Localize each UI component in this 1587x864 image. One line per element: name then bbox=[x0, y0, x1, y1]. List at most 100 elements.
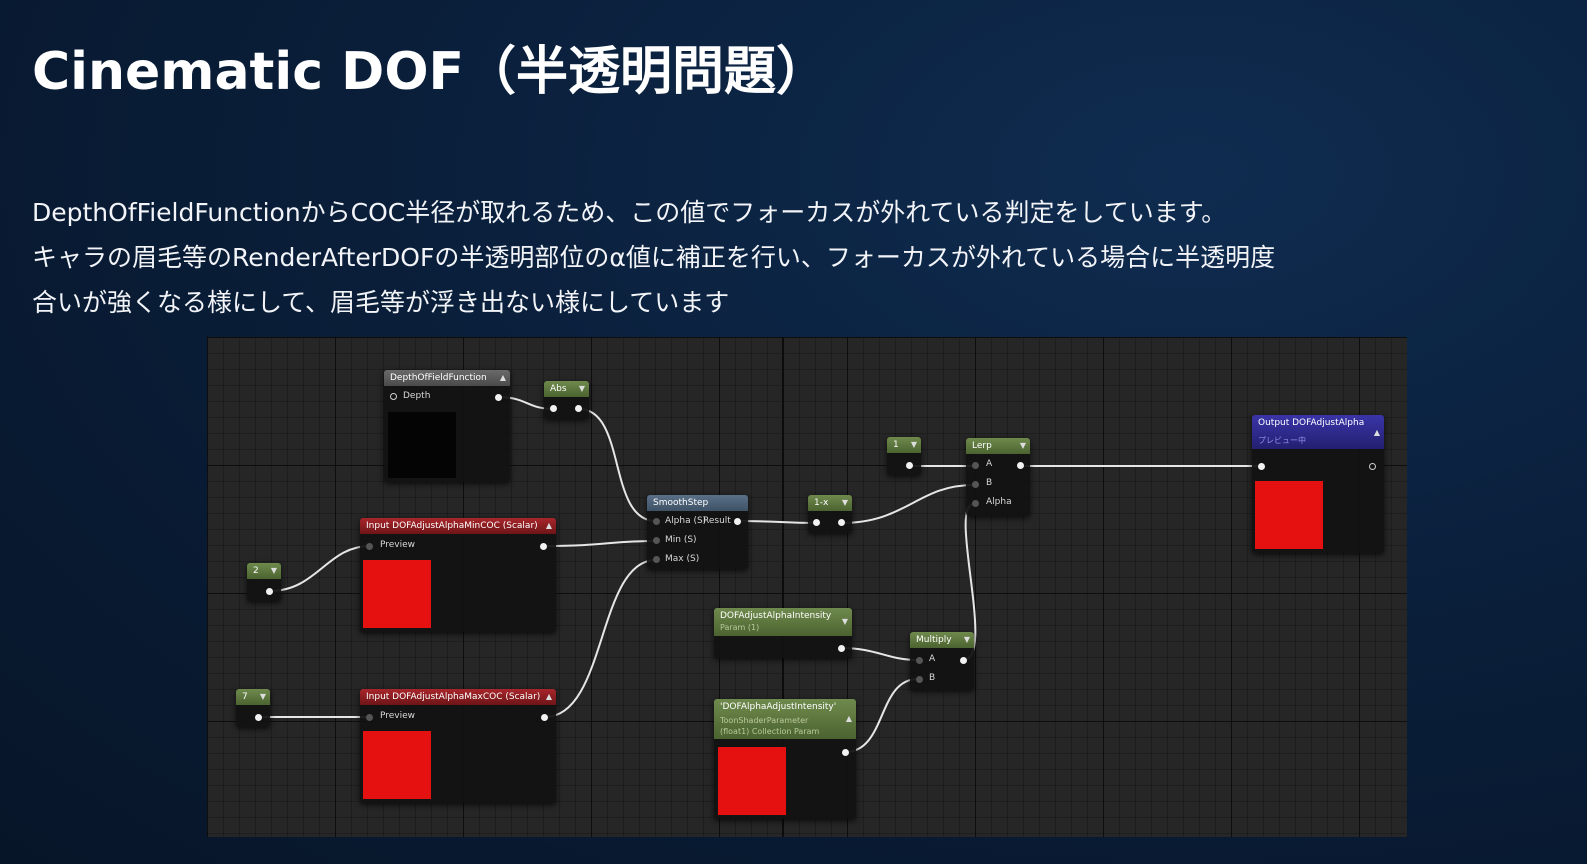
preview-swatch bbox=[1255, 481, 1323, 549]
input-pin-icon[interactable] bbox=[550, 405, 557, 412]
collapse-arrow-icon[interactable]: ▲ bbox=[545, 692, 552, 701]
pin-label-preview: Preview bbox=[380, 540, 416, 550]
material-graph-editor[interactable]: DepthOfFieldFunction ▲ Depth Abs ▼ Smoot… bbox=[207, 337, 1407, 837]
node-lerp[interactable]: Lerp ▼ A B Alpha bbox=[966, 438, 1030, 516]
node-header: 7 ▼ bbox=[236, 689, 270, 705]
input-pin-icon[interactable] bbox=[653, 518, 660, 525]
input-pin-icon[interactable] bbox=[972, 500, 979, 507]
input-pin-icon[interactable] bbox=[653, 537, 660, 544]
node-abs[interactable]: Abs ▼ bbox=[544, 381, 589, 419]
input-pin-icon[interactable] bbox=[1258, 463, 1265, 470]
preview-swatch bbox=[363, 731, 431, 799]
node-output-dof-adjust-alpha[interactable]: Output DOFAdjustAlpha ▲ プレビュー中 bbox=[1252, 415, 1384, 553]
input-pin-icon[interactable] bbox=[366, 714, 373, 721]
input-pin-icon[interactable] bbox=[972, 481, 979, 488]
output-pin-icon[interactable] bbox=[541, 714, 548, 721]
preview-swatch bbox=[718, 747, 786, 815]
node-header: 'DOFAlphaAdjustIntensity' ▲ ToonShaderPa… bbox=[714, 699, 856, 739]
input-pin-icon[interactable] bbox=[390, 393, 397, 400]
node-one-minus-x[interactable]: 1-x ▼ bbox=[808, 495, 852, 533]
collapse-arrow-icon[interactable]: ▲ bbox=[845, 714, 852, 723]
node-header: 1 ▼ bbox=[887, 437, 921, 453]
collapse-arrow-icon[interactable]: ▼ bbox=[578, 384, 585, 393]
wire-collection-to-multiply-b bbox=[844, 678, 919, 753]
output-pin-icon[interactable] bbox=[1369, 463, 1376, 470]
output-pin-icon[interactable] bbox=[266, 588, 273, 595]
output-pin-icon[interactable] bbox=[906, 462, 913, 469]
input-pin-icon[interactable] bbox=[916, 657, 923, 664]
description-line: 合いが強くなる様にして、眉毛等が浮き出ない様にしています bbox=[32, 288, 730, 317]
node-title: 1-x bbox=[814, 498, 829, 508]
output-pin-icon[interactable] bbox=[495, 394, 502, 401]
node-input-max-coc[interactable]: Input DOFAdjustAlphaMaxCOC (Scalar) ▲ Pr… bbox=[360, 689, 556, 803]
output-pin-icon[interactable] bbox=[734, 518, 741, 525]
graph-origin-line bbox=[782, 337, 784, 837]
collapse-arrow-icon[interactable]: ▲ bbox=[499, 373, 506, 382]
wire-abs-to-smoothstep bbox=[578, 408, 657, 522]
input-pin-icon[interactable] bbox=[916, 676, 923, 683]
node-title: Abs bbox=[550, 384, 567, 394]
node-depth-of-field-function[interactable]: DepthOfFieldFunction ▲ Depth bbox=[384, 370, 510, 482]
node-header: 1-x ▼ bbox=[808, 495, 852, 511]
collapse-arrow-icon[interactable]: ▼ bbox=[963, 635, 970, 644]
node-smoothstep[interactable]: SmoothStep Alpha (S) Result Min (S) Max … bbox=[647, 495, 748, 569]
node-constant-2[interactable]: 2 ▼ bbox=[247, 563, 281, 601]
output-pin-icon[interactable] bbox=[960, 657, 967, 664]
output-pin-icon[interactable] bbox=[575, 405, 582, 412]
node-title: SmoothStep bbox=[653, 498, 709, 508]
description-line: キャラの眉毛等のRenderAfterDOFの半透明部位のα値に補正を行い、フォ… bbox=[32, 243, 1276, 272]
collapse-arrow-icon[interactable]: ▼ bbox=[910, 440, 917, 449]
node-input-min-coc[interactable]: Input DOFAdjustAlphaMinCOC (Scalar) ▲ Pr… bbox=[360, 518, 556, 632]
node-subtitle: Param (1) bbox=[720, 623, 760, 632]
node-header: DOFAdjustAlphaIntensity ▼ Param (1) bbox=[714, 608, 852, 636]
node-constant-7[interactable]: 7 ▼ bbox=[236, 689, 270, 727]
output-pin-icon[interactable] bbox=[838, 645, 845, 652]
collapse-arrow-icon[interactable]: ▼ bbox=[270, 566, 277, 575]
node-title: Output DOFAdjustAlpha bbox=[1258, 418, 1365, 428]
wire-const2-to-min bbox=[269, 545, 371, 592]
output-pin-icon[interactable] bbox=[842, 749, 849, 756]
collapse-arrow-icon[interactable]: ▼ bbox=[841, 498, 848, 507]
preview-status: プレビュー中 bbox=[1258, 436, 1306, 445]
pin-label-b: B bbox=[929, 673, 936, 683]
node-header: Output DOFAdjustAlpha ▲ プレビュー中 bbox=[1252, 415, 1384, 449]
node-header: Input DOFAdjustAlphaMinCOC (Scalar) ▲ bbox=[360, 518, 556, 534]
input-pin-icon[interactable] bbox=[653, 556, 660, 563]
node-title: 7 bbox=[242, 692, 248, 702]
node-constant-1[interactable]: 1 ▼ bbox=[887, 437, 921, 475]
node-collection-param[interactable]: 'DOFAlphaAdjustIntensity' ▲ ToonShaderPa… bbox=[714, 699, 856, 819]
node-header: Input DOFAdjustAlphaMaxCOC (Scalar) ▲ bbox=[360, 689, 556, 705]
input-pin-icon[interactable] bbox=[366, 543, 373, 550]
node-title: DOFAdjustAlphaIntensity bbox=[720, 611, 832, 621]
output-pin-icon[interactable] bbox=[255, 714, 262, 721]
pin-label-min: Min (S) bbox=[665, 535, 697, 545]
node-title: 'DOFAlphaAdjustIntensity' bbox=[720, 702, 837, 712]
collapse-arrow-icon[interactable]: ▼ bbox=[259, 692, 266, 701]
output-pin-icon[interactable] bbox=[838, 519, 845, 526]
collapse-arrow-icon[interactable]: ▲ bbox=[1373, 428, 1380, 437]
node-subtitle: (float1) Collection Param bbox=[720, 727, 820, 736]
pin-label-a: A bbox=[986, 459, 993, 469]
pin-label-result: Result bbox=[703, 516, 731, 526]
output-pin-icon[interactable] bbox=[1017, 462, 1024, 469]
node-intensity-param[interactable]: DOFAdjustAlphaIntensity ▼ Param (1) bbox=[714, 608, 852, 658]
collapse-arrow-icon[interactable]: ▼ bbox=[1019, 441, 1026, 450]
input-pin-icon[interactable] bbox=[813, 519, 820, 526]
node-title: Multiply bbox=[916, 635, 952, 645]
collapse-arrow-icon[interactable]: ▲ bbox=[545, 521, 552, 530]
node-header: Abs ▼ bbox=[544, 381, 589, 397]
node-title: 2 bbox=[253, 566, 259, 576]
node-multiply[interactable]: Multiply ▼ A B bbox=[910, 632, 974, 690]
node-title: Input DOFAdjustAlphaMaxCOC (Scalar) bbox=[366, 692, 541, 702]
node-title: 1 bbox=[893, 440, 899, 450]
wire-smoothstep-to-oneminus bbox=[736, 520, 818, 524]
input-pin-icon[interactable] bbox=[972, 462, 979, 469]
node-subtitle: ToonShaderParameter bbox=[720, 716, 809, 725]
output-pin-icon[interactable] bbox=[540, 543, 547, 550]
node-title: DepthOfFieldFunction bbox=[390, 373, 487, 383]
preview-swatch bbox=[363, 560, 431, 628]
node-title: Input DOFAdjustAlphaMinCOC (Scalar) bbox=[366, 521, 538, 531]
preview-swatch bbox=[388, 412, 456, 478]
collapse-arrow-icon[interactable]: ▼ bbox=[841, 617, 848, 626]
node-title: Lerp bbox=[972, 441, 992, 451]
